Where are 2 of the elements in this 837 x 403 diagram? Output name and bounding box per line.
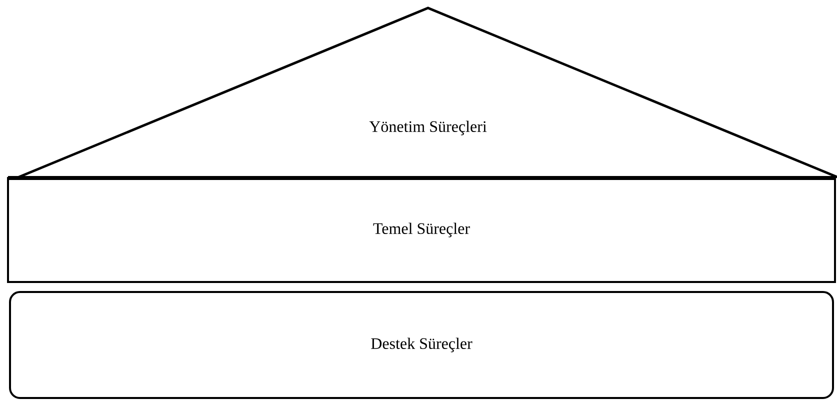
rounded-box: Destek Süreçler <box>9 291 834 399</box>
process-box: Temel Süreçler <box>7 176 836 283</box>
